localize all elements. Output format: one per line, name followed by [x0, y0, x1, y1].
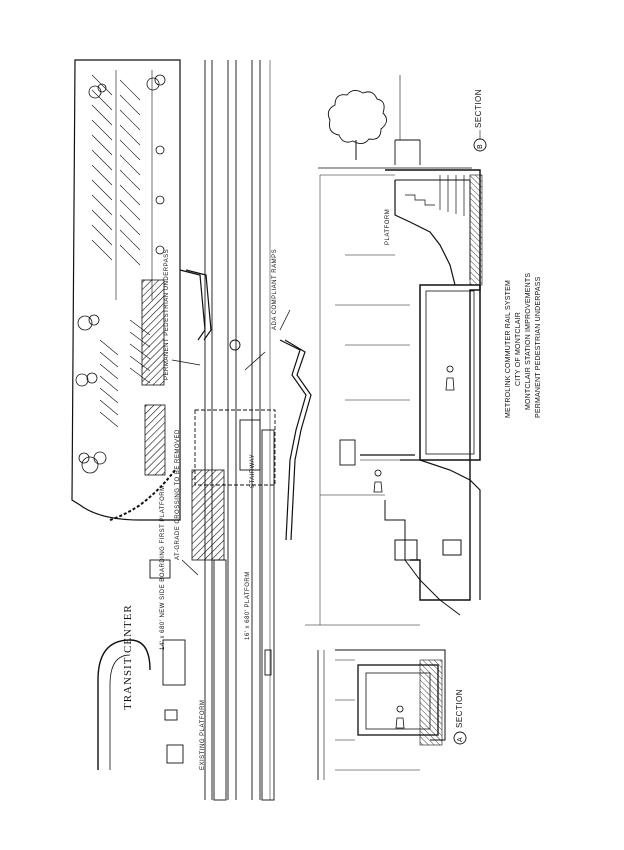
- ada-ramp: [279, 339, 307, 541]
- ada-ramps-label: ADA COMPLIANT RAMPS: [272, 248, 278, 330]
- title-block-line2: CITY OF MONTCLAIR: [515, 311, 522, 386]
- section-b-mark: B: [477, 143, 484, 149]
- section-b-title: SECTION: [474, 88, 483, 128]
- new-platform: [261, 429, 275, 801]
- title-block-line1: METROLINK COMMUTER RAIL SYSTEM: [505, 280, 512, 418]
- underpass-footprint: [194, 409, 276, 486]
- at-grade-crossing-label: AT-GRADE CROSSING TO BE REMOVED: [175, 429, 181, 560]
- transit-center-label: TRANSIT CENTER: [122, 604, 134, 710]
- parking-lot-boundary: [71, 59, 181, 521]
- section-a-bubble: [453, 731, 467, 745]
- elevator-shaft: [339, 439, 356, 466]
- section-b-drawing: [305, 75, 487, 626]
- tree-icons: [75, 74, 166, 474]
- platform-label: PLATFORM: [385, 208, 391, 245]
- section-cut-marker: [229, 339, 241, 351]
- title-block-line3: MONTCLAIR STATION IMPROVEMENTS: [525, 272, 532, 410]
- title-block-line4: PERMANENT PEDESTRIAN UNDERPASS: [535, 276, 542, 419]
- section-a-mark: A: [457, 736, 464, 742]
- tree-icon: [327, 90, 387, 144]
- new-platform-label: 16' x 680' PLATFORM: [245, 571, 251, 640]
- person-figure: [445, 365, 455, 391]
- person-figure: [373, 469, 383, 493]
- person-figure: [395, 705, 405, 729]
- hatched-structure-mid: [144, 404, 166, 476]
- existing-platform-label: EXISTING PLATFORM: [200, 699, 206, 770]
- section-a-drawing: [317, 649, 467, 780]
- hatched-structure-north: [141, 279, 165, 386]
- section-a-title: SECTION: [455, 688, 464, 728]
- hatched-crossing: [191, 469, 225, 561]
- leader-lines: [171, 309, 291, 576]
- pedestrian-underpass-label: PERMANENT PEDESTRIAN UNDERPASS: [164, 248, 170, 380]
- existing-platform: [213, 559, 227, 801]
- transit-center-loop: [97, 639, 151, 770]
- stairway-label: STAIRWAY: [250, 453, 256, 488]
- stairs: [405, 175, 465, 216]
- parking-stalls: [91, 74, 151, 428]
- new-side-platform-label: 14' x 680' NEW SIDE BOARDING FIRST PLATF…: [160, 485, 166, 650]
- dimension-lines: [305, 174, 420, 626]
- underpass-tunnel: [419, 284, 481, 461]
- site-plan: [71, 59, 312, 801]
